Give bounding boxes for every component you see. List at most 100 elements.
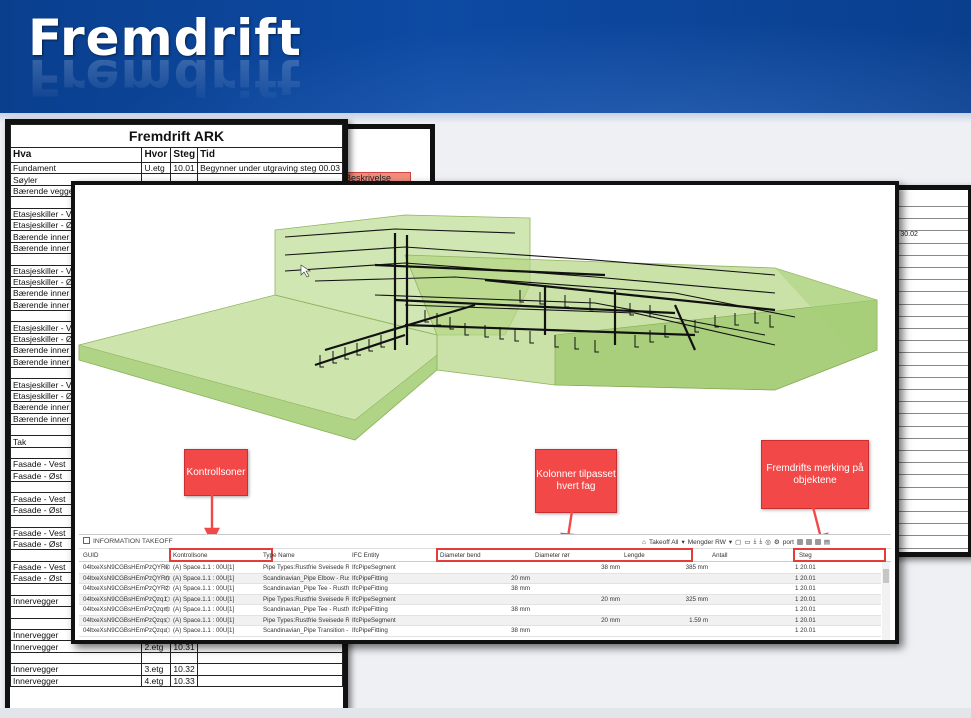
- takeoff-all-dropdown[interactable]: Takeoff All: [648, 538, 679, 546]
- pipe-branches: [319, 290, 774, 368]
- col-diameter-ror[interactable]: Diameter rør: [535, 552, 570, 559]
- schedule-cell-hvor: U.etg: [141, 161, 172, 175]
- dropdown-arrow-icon[interactable]: ▾: [681, 539, 685, 546]
- folder-icon[interactable]: ▭: [744, 539, 751, 546]
- cell-guid: 04ltxeXsN9CGBsHEmPzQYRk: [83, 564, 169, 571]
- takeoff-title: INFORMATION TAKEOFF: [93, 538, 173, 545]
- view-icon-3[interactable]: [814, 539, 821, 545]
- schedule-cell-tid: Begynner under utgraving steg 00.03: [197, 161, 343, 175]
- table-row[interactable]: 04ltxeXsN9CGBsHEmPzQzqs(A) Space.1.1 : 0…: [79, 615, 881, 627]
- pipe-drop: [594, 340, 599, 353]
- page-title: Fremdrift: [28, 9, 302, 67]
- schedule-cell-steg: 10.33: [170, 674, 199, 687]
- schedule-cell-tid: [197, 663, 343, 676]
- model-volume-east-side: [775, 268, 877, 355]
- export-button[interactable]: port: [782, 538, 794, 546]
- cell-guid: 04ltxeXsN9CGBsHEmPzQzqm: [83, 606, 169, 613]
- table-row[interactable]: 04ltxeXsN9CGBsHEmPzQYRz(A) Space.1.1 : 0…: [79, 584, 881, 595]
- doc-right-row: [865, 304, 968, 317]
- doc-right-row: [865, 206, 968, 220]
- cube-icon: ⬡: [165, 628, 171, 634]
- table-row[interactable]: 04ltxeXsN9CGBsHEmPzQYRk(A) Space.1.1 : 0…: [79, 563, 881, 574]
- highlight-kontrollsone: [169, 548, 273, 562]
- table-row[interactable]: 04ltxeXsN9CGBsHEmPzQzqm (A) Space.1.1 : 0…: [79, 605, 881, 616]
- pipe-drop: [574, 337, 579, 350]
- cell-type: Pipe Types:Rustfrie Sveisede Rør: [263, 595, 349, 603]
- cube-icon: ⬡: [165, 596, 171, 603]
- cell-guid: 04ltxeXsN9CGBsHEmPzQYRz: [83, 585, 169, 592]
- header-stripe: [0, 113, 971, 123]
- col-kontrollsone[interactable]: Kontrollsone: [173, 552, 208, 559]
- callout-fremdrift: Fremdrifts merking på objektene: [761, 440, 869, 509]
- col-diameter-bend[interactable]: Diameter bend: [440, 552, 481, 559]
- callout-kontrollsoner: Kontrollsoner: [184, 449, 248, 496]
- col-guid[interactable]: GUID: [83, 552, 99, 559]
- doc-right-row: [865, 218, 968, 232]
- cell-zone: (A) Space.1.1 : 00U[1]: [173, 595, 235, 603]
- view-icon-2[interactable]: [805, 539, 812, 545]
- header-banner: Fremdrift Fremdrift: [0, 0, 971, 113]
- schedule-cell-hva: Innervegger: [10, 663, 143, 676]
- calendar-icon[interactable]: ▤: [823, 539, 831, 546]
- download-icon[interactable]: ⤓: [753, 538, 757, 545]
- pipe-drop: [564, 295, 569, 308]
- dropdown-arrow-icon[interactable]: ▾: [728, 539, 733, 546]
- pipe-drop: [714, 315, 719, 328]
- col-antall[interactable]: Antall: [712, 552, 728, 559]
- table-row[interactable]: 04ltxeXsN9CGBsHEmPzQYRn(A) Space.1.1 : 0…: [79, 573, 881, 585]
- doc-right-row: [865, 499, 968, 512]
- cell-lengde: 325 mm: [685, 595, 708, 603]
- pipe-drop: [649, 305, 654, 318]
- model-viewer-window[interactable]: Kontrollsoner Kolonner tilpasset hvert f…: [71, 181, 899, 644]
- building-model-3d[interactable]: [75, 185, 895, 534]
- takeoff-scrollbar[interactable]: [882, 562, 890, 640]
- col-type-name[interactable]: Type Name: [263, 552, 295, 559]
- col-hva: Hva: [10, 147, 143, 163]
- mouse-cursor-icon: [300, 264, 311, 278]
- cell-guid: 04ltxeXsN9CGBsHEmPzQYRn: [83, 574, 169, 582]
- doc-right-row: [865, 340, 968, 354]
- doc-right-row: [865, 426, 968, 439]
- scrollbar-thumb[interactable]: [883, 569, 889, 583]
- mengder-dropdown[interactable]: Mengder RW: [687, 538, 726, 546]
- doc-right-row: [865, 365, 968, 378]
- col-lengde[interactable]: Lengde: [624, 552, 645, 559]
- new-file-icon[interactable]: ▢: [735, 539, 742, 546]
- table-row[interactable]: 04ltxeXsN9CGBsHEmPzQzqu(A) Space.1.1 : 0…: [79, 626, 881, 637]
- pipe-drop: [539, 292, 544, 305]
- doc-right-row: [865, 523, 968, 537]
- header-glow: [0, 0, 971, 113]
- cube-icon: ⬡: [165, 607, 171, 613]
- cell-zone: (A) Space.1.1 : 00U[1]: [173, 606, 235, 613]
- pipe-drop: [356, 343, 361, 356]
- information-takeoff-panel[interactable]: INFORMATION TAKEOFF ⌂ Takeoff All ▾ Meng…: [79, 534, 891, 640]
- home-icon[interactable]: ⌂: [642, 538, 646, 546]
- target-icon[interactable]: ◎: [765, 539, 771, 546]
- doc-right-row: [865, 401, 968, 415]
- cell-zone: (A) Space.1.1 : 00U[1]: [173, 616, 235, 624]
- cell-type: Scandinavian_Pipe Tee - Rustfri...: [263, 585, 349, 592]
- cell-zone: (A) Space.1.1 : 00U[1]: [173, 627, 235, 634]
- cell-type: Scandinavian_Pipe Tee - Rustfri...: [263, 606, 349, 613]
- schedule-cell-steg: [170, 651, 199, 665]
- page-title-reflection: Fremdrift: [28, 60, 302, 106]
- download-all-icon[interactable]: ⤓: [759, 538, 763, 545]
- doc-right-row: [865, 377, 968, 390]
- cell-ror: 20 mm: [601, 595, 620, 603]
- cell-ifc: IfcPipeFitting: [352, 606, 388, 613]
- view-icon-1[interactable]: [796, 539, 803, 545]
- cell-type: Pipe Types:Rustfrie Sveisede Rør: [263, 564, 349, 571]
- pipe-drop: [754, 311, 759, 324]
- pipe-drop: [464, 323, 469, 336]
- pipe-drop: [514, 329, 519, 342]
- col-ifc-entity[interactable]: IFC Entity: [352, 552, 380, 559]
- table-row[interactable]: 04ltxeXsN9CGBsHEmPzQzq1(A) Space.1.1 : 0…: [79, 594, 881, 606]
- schedule-cell-hva: Innervegger: [10, 674, 143, 687]
- doc-right-row: [865, 279, 968, 293]
- pipe-drop: [664, 325, 669, 338]
- schedule-cell-steg: 10.32: [170, 663, 199, 676]
- settings-icon[interactable]: ⚙: [773, 539, 780, 546]
- pipe-drop: [589, 298, 594, 311]
- cell-bend: 38 mm: [511, 585, 530, 592]
- col-steg[interactable]: Steg: [799, 552, 812, 559]
